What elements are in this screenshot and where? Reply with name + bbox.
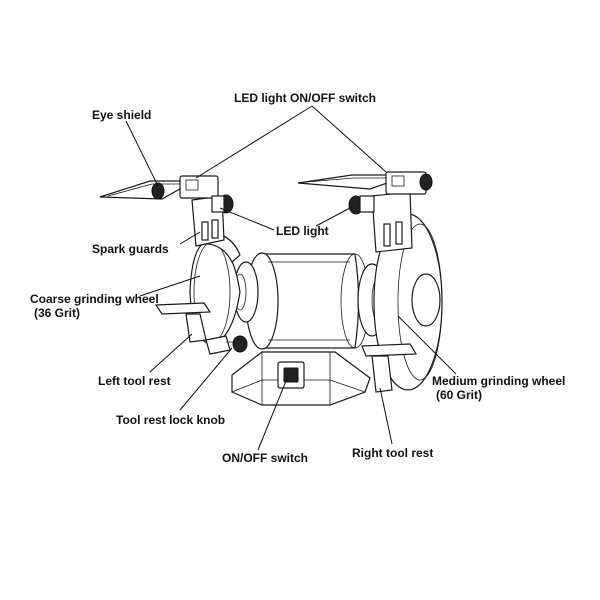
leader-led-switch-left bbox=[195, 105, 313, 179]
leader-led-light-left bbox=[219, 207, 275, 231]
label-led-light-switch: LED light ON/OFF switch bbox=[234, 91, 376, 105]
label-eye-shield: Eye shield bbox=[92, 108, 152, 122]
label-spark-guards: Spark guards bbox=[92, 242, 169, 256]
label-right-tool-rest: Right tool rest bbox=[352, 446, 434, 460]
left-hub bbox=[233, 261, 259, 323]
leader-left-tool-rest bbox=[149, 333, 193, 373]
leader-medium-wheel bbox=[397, 315, 457, 375]
leader-right-tool-rest bbox=[379, 387, 393, 445]
right-eye-shield-graphic bbox=[297, 171, 433, 215]
leader-led-light-right bbox=[315, 207, 351, 227]
label-coarse-grinding-wheel-name: Coarse grinding wheel bbox=[30, 292, 159, 306]
leader-coarse-wheel bbox=[139, 275, 201, 297]
label-coarse-grinding-wheel: Coarse grinding wheel (36 Grit) bbox=[30, 292, 159, 320]
left-tool-rest-graphic bbox=[154, 302, 212, 343]
right-tool-rest-graphic bbox=[361, 343, 418, 393]
label-led-light: LED light bbox=[276, 224, 329, 238]
label-medium-grinding-wheel-grit: (60 Grit) bbox=[436, 388, 483, 402]
left-eye-shield-graphic bbox=[99, 175, 234, 214]
leader-lock-knob bbox=[179, 347, 233, 411]
label-tool-rest-lock-knob: Tool rest lock knob bbox=[116, 413, 226, 427]
tool-rest-lock-knob-graphic bbox=[205, 335, 248, 355]
motor-housing bbox=[245, 252, 370, 350]
onoff-switch-graphic bbox=[277, 361, 305, 389]
leader-lines bbox=[125, 105, 457, 451]
label-coarse-grinding-wheel-grit: (36 Grit) bbox=[34, 306, 81, 320]
leader-spark-guards bbox=[179, 231, 201, 245]
leader-onoff-switch bbox=[257, 375, 289, 451]
leader-eye-shield bbox=[125, 120, 159, 187]
label-left-tool-rest: Left tool rest bbox=[98, 374, 171, 388]
leader-led-switch-right bbox=[311, 105, 387, 173]
label-medium-grinding-wheel-name: Medium grinding wheel bbox=[432, 374, 566, 388]
label-medium-grinding-wheel: Medium grinding wheel (60 Grit) bbox=[432, 374, 565, 402]
label-onoff-switch: ON/OFF switch bbox=[222, 451, 309, 465]
